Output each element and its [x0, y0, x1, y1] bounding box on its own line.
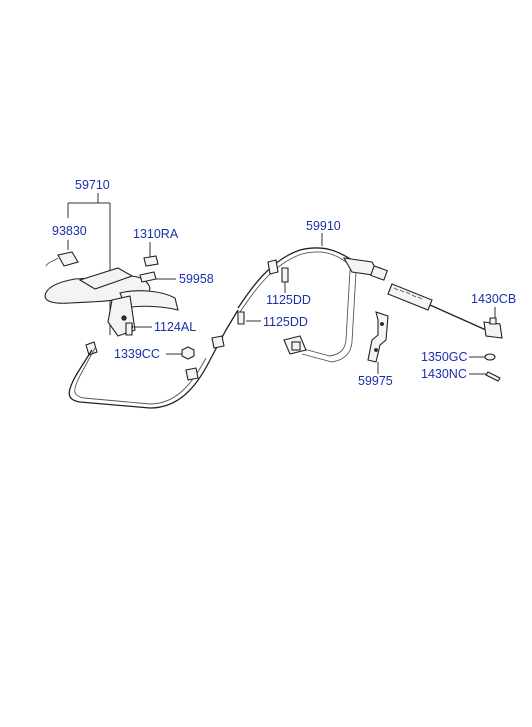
parking-brake-lever [44, 251, 195, 360]
main-cable-sheath [239, 251, 353, 313]
label-1430CB[interactable]: 1430CB [471, 292, 516, 306]
lever-pivot [121, 315, 127, 321]
front-cable [68, 309, 239, 409]
threaded-rod [387, 283, 433, 311]
label-59958[interactable]: 59958 [179, 272, 214, 286]
washer-1350GC [484, 353, 496, 361]
end-pin [489, 317, 497, 325]
label-1310RA[interactable]: 1310RA [133, 227, 179, 241]
side-bracket-block [291, 341, 301, 351]
label-1339CC[interactable]: 1339CC [114, 347, 160, 361]
bolt-1124AL [125, 322, 133, 336]
cable-clip-2 [211, 335, 225, 349]
bracket-59975-body [367, 311, 389, 363]
cable-clip-1 [185, 367, 199, 381]
switch-wire [45, 257, 59, 267]
front-cable-line [68, 309, 239, 409]
nut-1339CC [181, 346, 195, 360]
side-cable-left [299, 269, 351, 357]
label-59710[interactable]: 59710 [75, 178, 110, 192]
rear-cable [387, 283, 503, 339]
label-59975[interactable]: 59975 [358, 374, 393, 388]
label-1350GC[interactable]: 1350GC [421, 350, 468, 364]
side-cables [283, 269, 357, 363]
bracket-hole-2 [374, 348, 378, 352]
rod-threads [393, 287, 423, 300]
label-1125DD-lower[interactable]: 1125DD [263, 315, 308, 329]
label-1124AL[interactable]: 1124AL [154, 320, 196, 334]
label-1430NC[interactable]: 1430NC [421, 367, 467, 381]
small-hardware [484, 353, 501, 382]
side-cable-left-2 [301, 271, 357, 363]
leader-lines [67, 193, 496, 375]
pin-1430NC [485, 371, 501, 382]
label-59910[interactable]: 59910 [306, 219, 341, 233]
bracket-hole-1 [380, 322, 384, 326]
cable-bracket [267, 259, 279, 275]
lever-arm [119, 290, 179, 311]
lever-top [78, 267, 134, 290]
part-59958 [139, 271, 157, 283]
clip-1310RA [143, 255, 159, 267]
bracket-59975 [367, 311, 389, 363]
rear-cable-line [429, 304, 487, 331]
part-labels: 59710 93830 1310RA 59958 1124AL 1339CC 5… [52, 178, 516, 388]
main-cable-line [237, 247, 356, 309]
main-cable [237, 247, 388, 325]
screw-1125DD-lower [237, 311, 245, 325]
leader-59710 [67, 193, 111, 335]
label-93830[interactable]: 93830 [52, 224, 87, 238]
switch-93830 [57, 251, 79, 267]
label-1125DD-upper[interactable]: 1125DD [266, 293, 311, 307]
screw-1125DD-upper [281, 267, 289, 283]
front-cable-end [85, 341, 98, 356]
equalizer-block [370, 265, 388, 281]
